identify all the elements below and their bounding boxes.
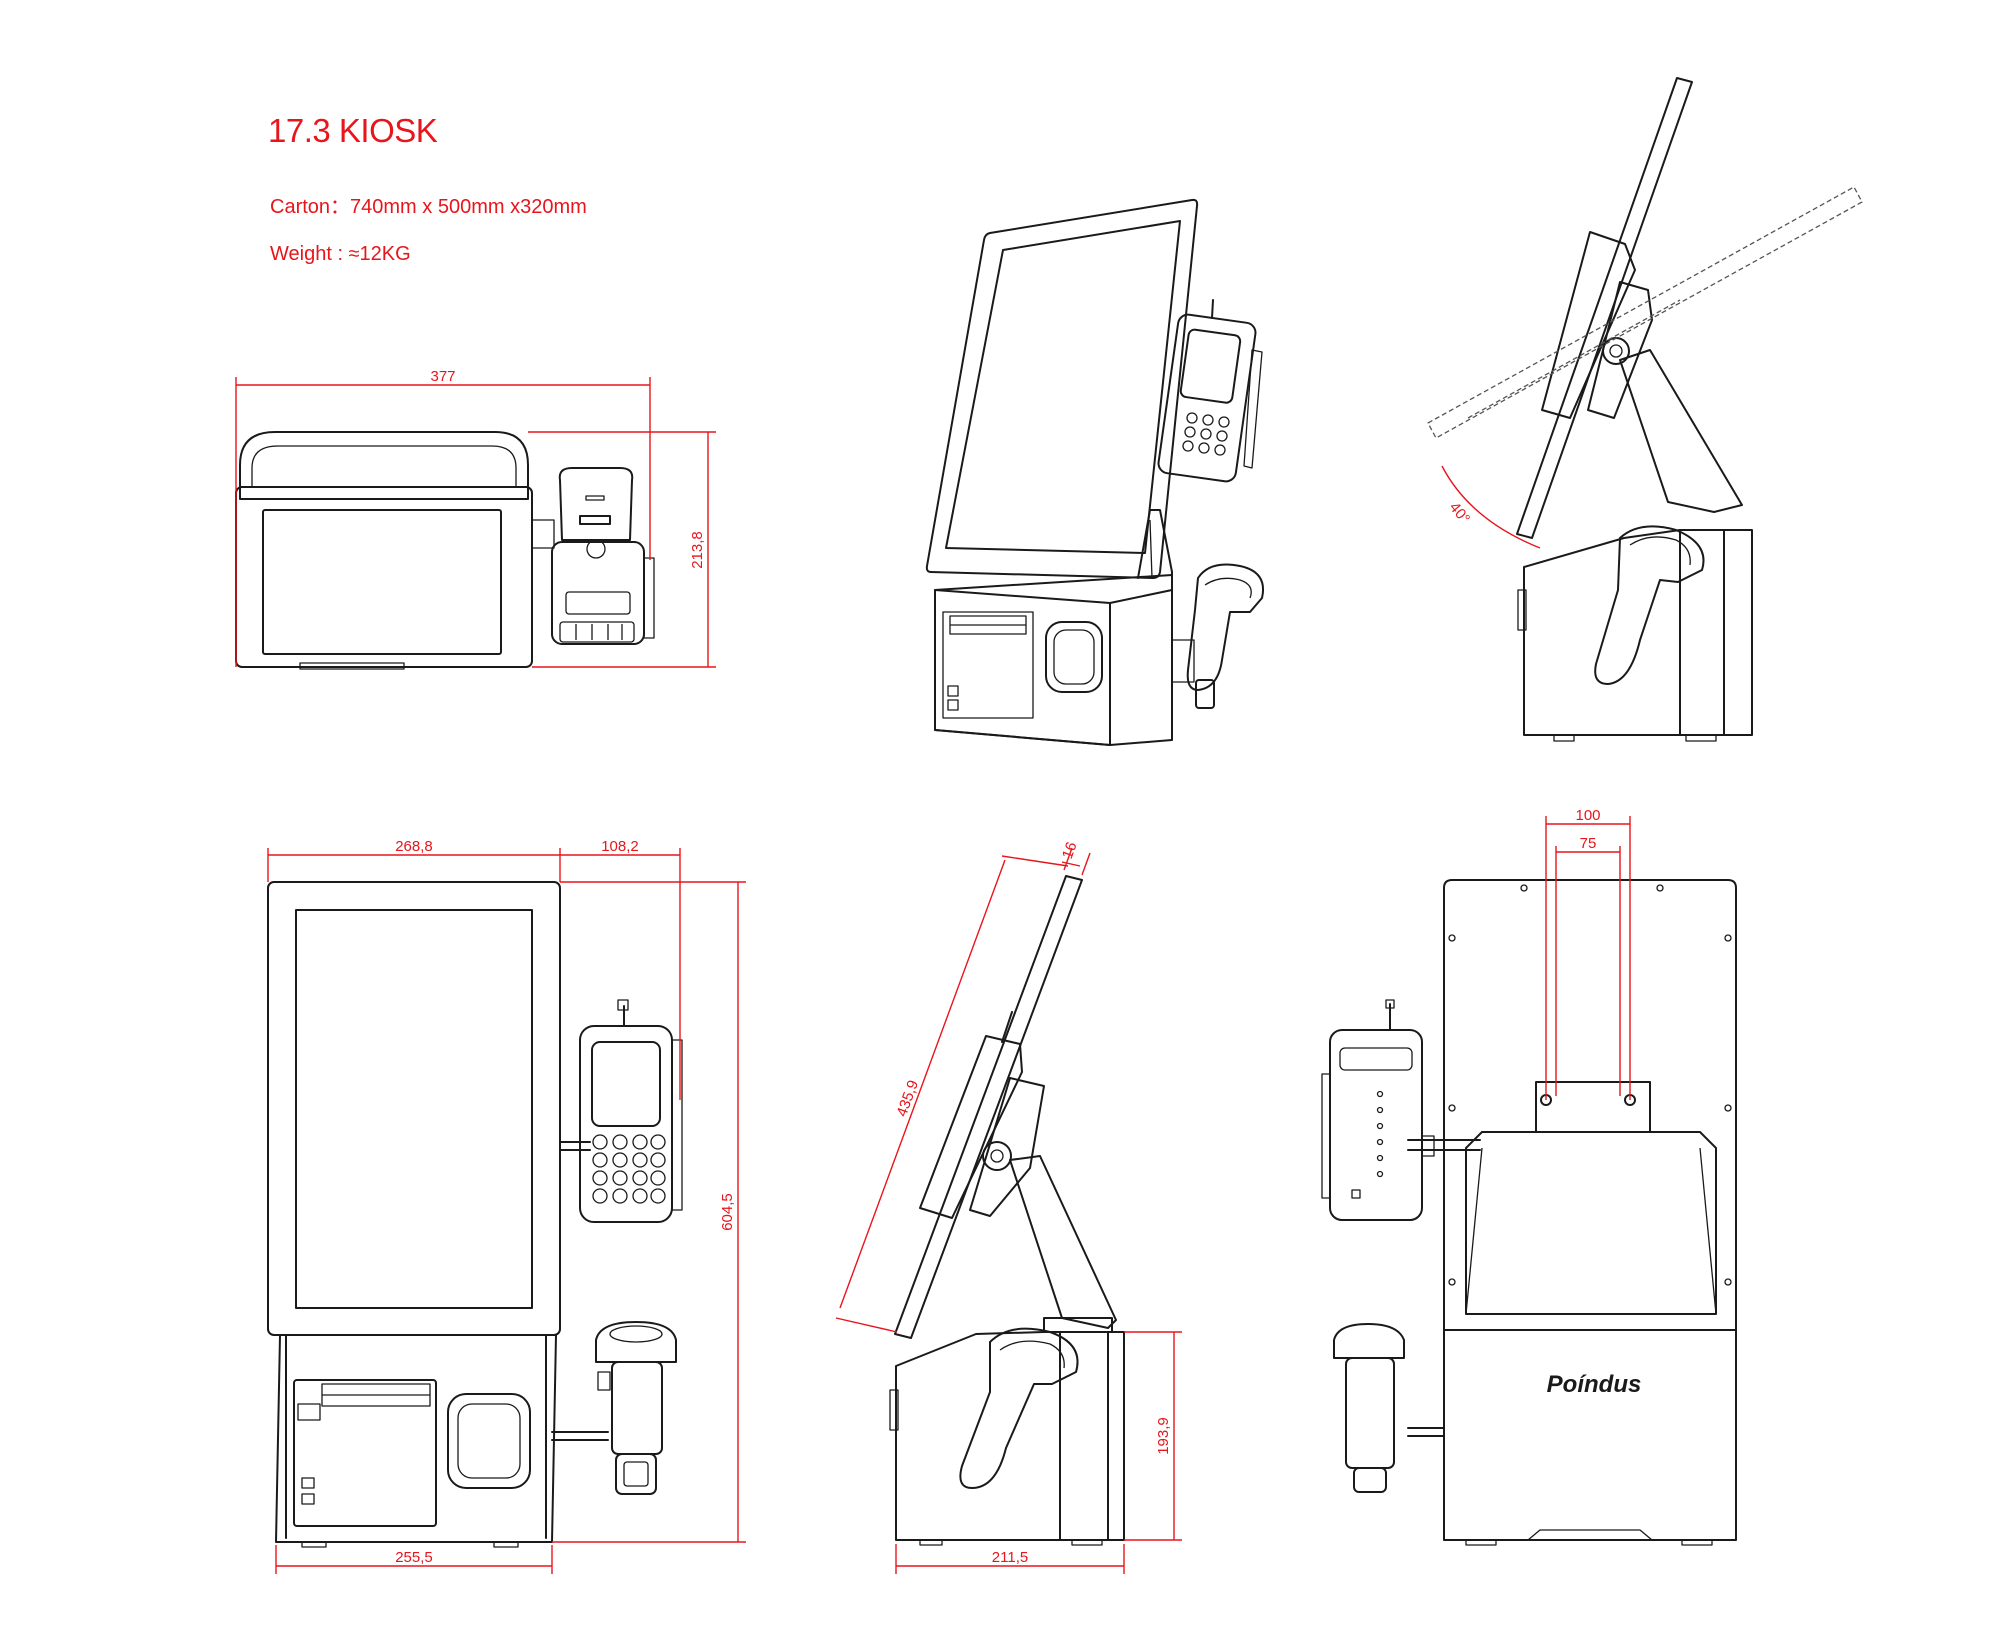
rear-view: Poíndus 100 (1321, 807, 1737, 1546)
dim-vesa-outer: 100 (1575, 807, 1600, 824)
weight-label: Weight : ≈12KG (270, 243, 411, 265)
dim-front-side-width: 108,2 (601, 838, 639, 855)
dim-vesa-inner: 75 (1580, 835, 1597, 852)
carton-size: Carton：740mm x 500mm x320mm (270, 196, 587, 218)
front-view: 268,8 108,2 604,5 255,5 (267, 838, 746, 1574)
side-view-tilt: 40° (1427, 77, 1863, 742)
dim-top-width: 377 (430, 368, 455, 385)
drawing-title: 17.3 KIOSK (268, 112, 438, 149)
dim-side-base-width: 211,5 (992, 1549, 1028, 1566)
dim-front-base-width: 255,5 (395, 1549, 433, 1566)
dim-side-base-height: 193,9 (1155, 1417, 1172, 1455)
isometric-view (925, 198, 1264, 746)
dim-front-screen-width: 268,8 (395, 838, 433, 855)
dim-front-height: 604,5 (719, 1193, 736, 1231)
dim-top-depth: 213,8 (689, 531, 706, 569)
brand-logo: Poíndus (1547, 1371, 1642, 1398)
side-view: 435,9 16 193,9 211,5 (835, 840, 1182, 1574)
top-view: 377 213,8 (235, 368, 716, 670)
dim-side-screen-thickness: 16 (1059, 840, 1081, 861)
